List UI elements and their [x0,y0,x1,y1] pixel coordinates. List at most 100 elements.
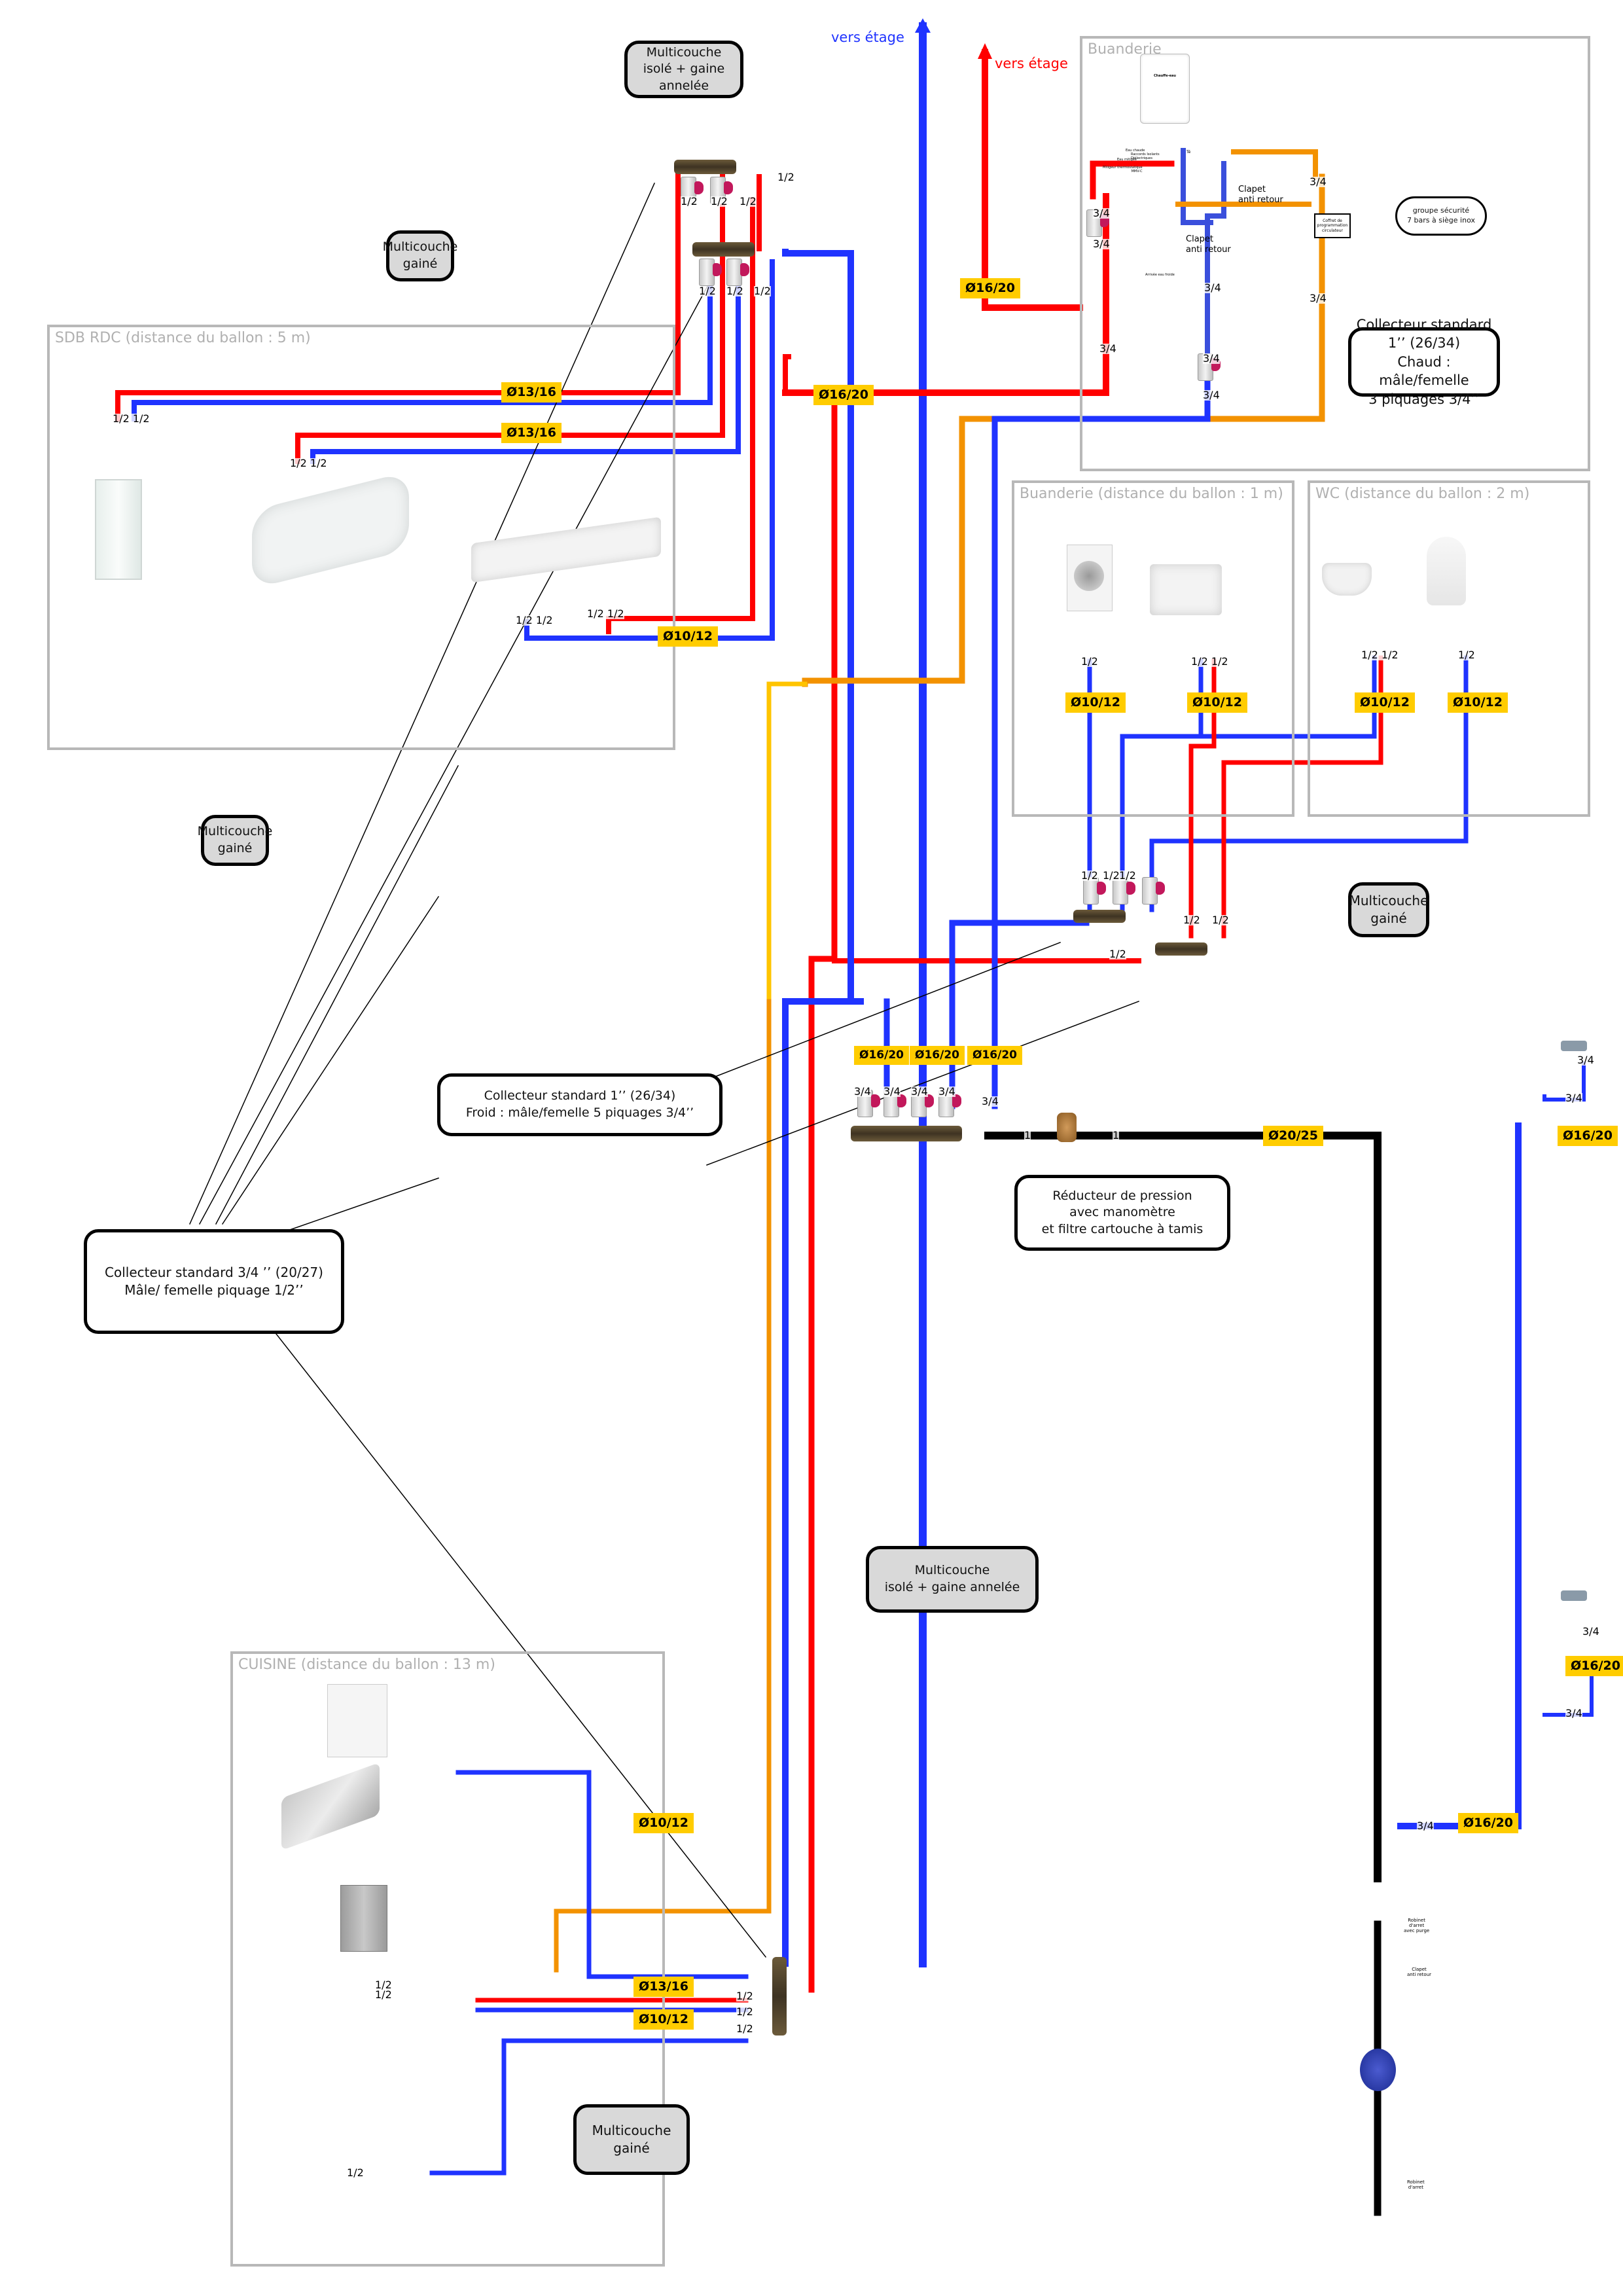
size-label: 3/4 [1203,389,1220,401]
size-label: 1/2 [740,195,757,207]
sdb-hot-c [606,197,755,634]
water-heater: Chauffe-eau [1140,54,1190,124]
leader-line [706,942,1061,1081]
diameter-tag-hot-main: Ø16/20 [813,385,874,405]
return-loop-yellow [766,681,808,1004]
washing-machine [1067,545,1113,611]
hot-riser-arrow [978,43,992,59]
callout-reducteur: Réducteur de pression avec manomètre et … [1014,1175,1230,1251]
diameter-tag-hot-riser: Ø16/20 [960,278,1020,298]
callout-collecteur-froid: Collecteur standard 1’’ (26/34) Froid : … [437,1073,722,1136]
mitigeur-label: Mitigeur thermostatique MMV-C [1103,166,1143,173]
room-title: Buanderie (distance du ballon : 1 m) [1020,486,1283,502]
diameter-tag-ext-tap2: Ø16/20 [1565,1656,1623,1676]
eau-mitigee-label: Eau mitigée [1117,158,1137,162]
sdb-cold-b [310,259,741,464]
size-label: 1/2 [1183,914,1200,926]
diameter-tag-ext-tap1: Ø16/20 [1558,1126,1618,1146]
size-label: 1/2 [1119,869,1136,882]
diameter-tag-main-supply: Ø20/25 [1263,1126,1323,1146]
heater-hot-out [1090,160,1175,200]
callout-gaine-mid: Multicouche gainé [198,815,272,866]
callout-collecteur-chaud: Collecteur standard 1’’ (26/34) Chaud : … [1348,317,1500,407]
sdb-cold-a [132,259,713,422]
froid-manifold [851,1126,962,1141]
size-label: 1/2 [699,285,716,297]
room-title: WC (distance du ballon : 2 m) [1315,486,1530,502]
sdb-shower-hot [783,354,791,395]
dishwasher [327,1684,387,1757]
size-label: 3/4 [1203,352,1220,365]
diameter-tag-cuisine-sink: Ø13/16 [633,1977,694,1997]
wc-basin-cold [1198,655,1377,739]
room-buanderie: Buanderie (distance du ballon : 1 m) [1012,480,1294,817]
size-label: 3/4 [1565,1707,1582,1719]
diameter-tag-sdb-shower: Ø13/16 [501,382,562,403]
size-label: 1/2 [736,2022,753,2035]
size-label: 1 [1113,1129,1120,1141]
room-cuisine: CUISINE (distance du ballon : 13 m) [230,1651,665,2267]
heater-cold-bypass [1181,148,1213,225]
cold-froid-buanderie [949,920,1090,1109]
ball-valve[interactable] [1142,877,1165,905]
diameter-tag-ext-branch: Ø16/20 [1458,1813,1518,1833]
size-label: 1/2 [726,285,743,297]
size-label: 1/2 1/2 [1191,655,1228,668]
diameter-tag-sdb-basin: Ø10/12 [658,626,718,647]
callout-gaine-wc: Multicouche gainé [1348,882,1429,937]
size-label: 3/4 [1310,292,1327,304]
size-label: 1/2 [754,285,771,297]
leader-line [260,1314,767,1958]
sdb-hot-a [115,197,681,422]
coffret-box: Coffret de programmation circulateur [1314,213,1351,238]
size-label: 1/2 1/2 [516,614,553,626]
ball-valve[interactable] [699,259,722,286]
cold-to-sdb-manifold [782,249,854,1005]
size-label: 1/2 [1458,649,1475,661]
callout-isole-bottom: Multicouche isolé + gaine annelée [866,1546,1039,1613]
wc-toilet-cold [1149,655,1469,912]
size-label: 1/2 1/2 [290,457,327,469]
size-label: 3/4 [911,1085,928,1098]
diameter-tag-froid-1: Ø16/20 [854,1046,909,1065]
size-label: 1/2 [1212,914,1229,926]
eau-chaude-label: Eau chaude [1126,149,1145,152]
diameter-tag-froid-3: Ø16/20 [967,1046,1022,1065]
sdb-cold-manifold [692,242,755,257]
callout-isole-top: Multicouche isolé + gaine annelée [624,41,743,98]
outdoor-tap-2 [1561,1590,1587,1601]
ball-valve[interactable] [1113,877,1135,905]
size-label: 1/2 [681,195,698,207]
size-label: 3/4 [1093,238,1110,250]
size-label: 1/2 [347,2166,364,2179]
size-label: 1/2 [1081,655,1098,668]
ball-valve[interactable] [1083,877,1106,905]
diameter-tag-froid-2: Ø16/20 [910,1046,965,1065]
leader-line [221,895,440,1225]
clapet-label-2: Clapet anti retour [1186,234,1231,255]
size-label: 3/4 [1099,342,1116,355]
fridge [340,1885,387,1952]
water-heater-label: Chauffe-eau [1153,74,1176,78]
size-label: 3/4 [883,1085,901,1098]
size-label: 1/2 1/2 [1361,649,1399,661]
cold-riser-arrow [915,18,931,33]
diameter-tag-buand-sink: Ø10/12 [1187,692,1247,713]
sdb-hot-manifold [674,160,736,174]
leader-line [287,1177,439,1231]
size-label: 3/4 [1310,175,1327,188]
leader-line [198,280,711,1225]
ball-valve[interactable] [726,259,749,286]
callout-groupe-securite: groupe sécurité 7 bars à siège inox [1395,196,1487,236]
size-label: 1/2 [1109,948,1126,960]
diameter-tag-sdb-bath: Ø13/16 [501,423,562,443]
diameter-tag-wc-toilet: Ø10/12 [1448,692,1508,713]
diameter-tag-cuisine-dw: Ø10/12 [633,1813,694,1833]
robinet-label: Robinet d'arret [1407,2179,1425,2191]
buanderie-cold-manifold [1073,910,1126,923]
raccords-label: Raccords Isolants Diélectriques [1131,152,1160,160]
callout-gaine-sdb: Multicouche gainé [383,230,457,281]
size-label: 1/2 [1103,869,1120,882]
size-label: 3/4 [1582,1625,1599,1638]
size-label: 3/4 [982,1095,999,1107]
